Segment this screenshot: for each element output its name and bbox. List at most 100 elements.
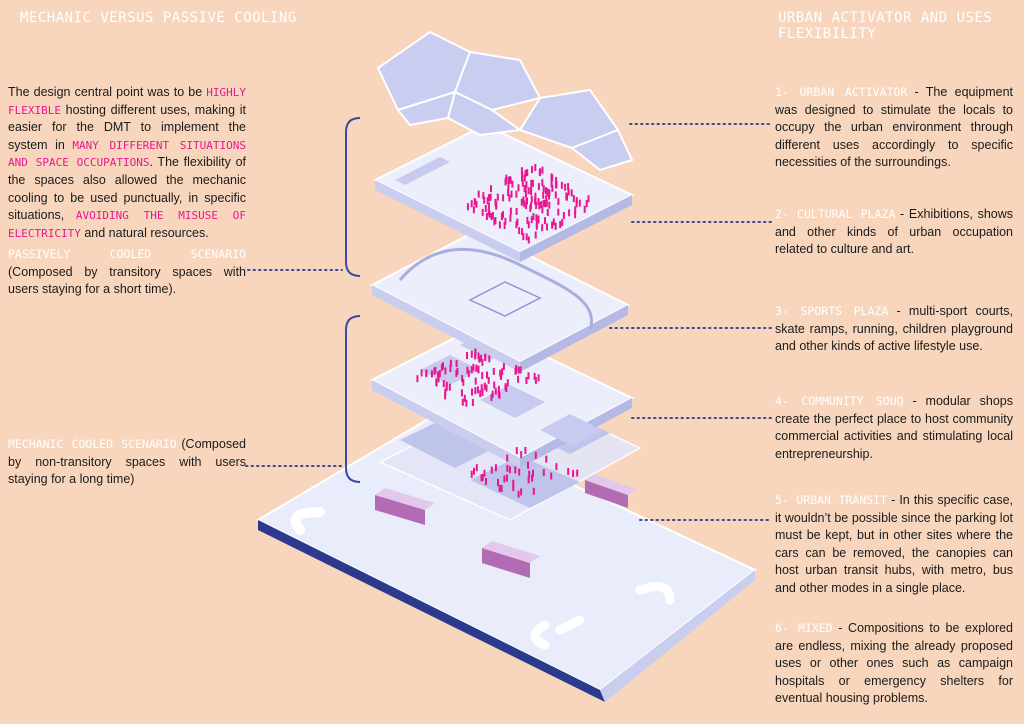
person-marker xyxy=(485,478,487,485)
person-marker xyxy=(493,381,496,389)
person-marker xyxy=(520,451,523,459)
person-marker xyxy=(491,390,494,398)
person-marker xyxy=(520,167,523,175)
use-sports-plaza: 3- SPORTS PLAZA - multi-sport courts, sk… xyxy=(775,303,1013,356)
person-marker xyxy=(490,213,493,221)
person-marker xyxy=(490,394,493,402)
person-marker xyxy=(444,367,447,375)
person-marker xyxy=(517,366,520,374)
person-marker xyxy=(551,174,554,182)
person-marker xyxy=(527,476,530,484)
person-marker xyxy=(517,184,520,192)
sports-plaza-layer xyxy=(369,228,631,372)
person-marker xyxy=(487,376,490,384)
person-marker xyxy=(466,366,469,374)
person-marker xyxy=(518,227,521,235)
person-marker xyxy=(542,185,545,193)
use-cultural-plaza: 2- CULTURAL PLAZA - Exhibitions, shows a… xyxy=(775,206,1013,259)
person-marker xyxy=(568,209,571,217)
person-marker xyxy=(497,390,500,398)
person-marker xyxy=(585,200,588,208)
use-text: - Exhibitions, shows and other kinds of … xyxy=(775,207,1013,257)
person-marker xyxy=(564,183,567,191)
person-marker xyxy=(506,379,509,387)
person-marker xyxy=(574,206,577,214)
person-marker xyxy=(544,217,546,225)
person-marker xyxy=(510,190,513,198)
person-marker xyxy=(498,221,501,229)
person-marker xyxy=(449,365,452,372)
person-marker xyxy=(473,198,476,206)
person-marker xyxy=(554,222,557,230)
person-marker xyxy=(442,380,445,388)
use-tag: 4- COMMUNITY SOUQ xyxy=(775,394,904,408)
person-marker xyxy=(555,463,558,471)
person-marker xyxy=(506,474,508,482)
person-marker xyxy=(515,366,518,374)
person-marker xyxy=(462,378,465,386)
person-marker xyxy=(554,181,557,189)
person-marker xyxy=(473,467,475,475)
person-marker xyxy=(484,204,487,212)
person-marker xyxy=(496,193,499,201)
person-marker xyxy=(463,394,466,402)
person-marker xyxy=(575,200,578,208)
person-marker xyxy=(552,218,555,226)
person-marker xyxy=(486,197,489,205)
person-marker xyxy=(507,176,510,184)
person-marker xyxy=(534,376,537,384)
person-marker xyxy=(470,200,473,208)
person-marker xyxy=(526,216,529,224)
person-marker xyxy=(519,366,522,374)
person-marker xyxy=(484,353,487,361)
person-marker xyxy=(535,201,538,209)
use-tag: 1- URBAN ACTIVATOR xyxy=(775,85,908,99)
person-marker xyxy=(416,375,419,383)
person-marker xyxy=(499,369,502,377)
person-marker xyxy=(474,348,477,356)
person-marker xyxy=(520,198,523,206)
use-tag: 2- CULTURAL PLAZA xyxy=(775,207,896,221)
person-marker xyxy=(557,208,560,216)
intro-paragraph: The design central point was to be highl… xyxy=(8,84,246,242)
person-marker xyxy=(494,387,497,395)
person-marker xyxy=(433,367,436,375)
person-marker xyxy=(535,222,538,230)
person-marker xyxy=(492,367,495,375)
person-marker xyxy=(487,202,490,210)
person-marker xyxy=(545,455,548,463)
person-marker xyxy=(526,169,529,177)
person-marker xyxy=(562,212,565,220)
use-text: - multi-sport courts, skate ramps, runni… xyxy=(775,304,1014,354)
person-marker xyxy=(491,212,494,219)
person-marker xyxy=(544,199,547,207)
intro-text-1: The design central point was to be xyxy=(8,85,207,99)
person-marker xyxy=(437,375,440,383)
person-marker xyxy=(546,209,549,216)
person-marker xyxy=(527,236,530,244)
person-marker xyxy=(524,190,527,198)
person-marker xyxy=(527,372,530,380)
person-marker xyxy=(471,388,473,396)
person-marker xyxy=(470,470,473,478)
person-marker xyxy=(465,399,468,407)
person-marker xyxy=(442,362,444,370)
person-marker xyxy=(490,466,493,474)
person-marker xyxy=(542,469,545,476)
person-marker xyxy=(527,461,529,469)
person-marker xyxy=(525,181,528,189)
person-marker xyxy=(572,195,575,202)
person-marker xyxy=(545,199,548,207)
person-marker xyxy=(565,193,568,201)
person-marker xyxy=(532,487,535,495)
person-marker xyxy=(481,358,484,366)
intro-highlight-2: many different situations and space occu… xyxy=(8,138,246,170)
person-marker xyxy=(485,213,488,220)
person-marker xyxy=(482,192,485,200)
person-marker xyxy=(521,171,524,179)
intro-text-3: . The flexibility of the spaces also all… xyxy=(8,155,246,223)
person-marker xyxy=(524,185,527,193)
person-marker xyxy=(508,466,511,474)
person-marker xyxy=(479,390,482,398)
person-marker xyxy=(531,180,534,187)
